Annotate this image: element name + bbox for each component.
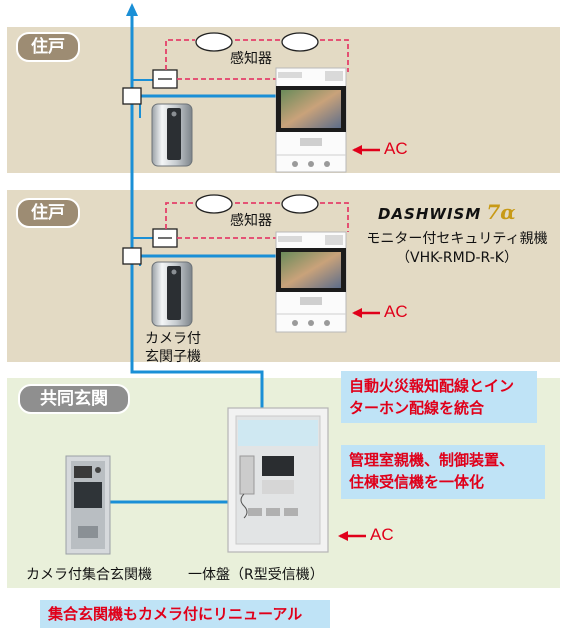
callout-wiring-line1: 自動火災報知配線とイン — [349, 377, 515, 395]
ac-label-3: AC — [370, 525, 394, 544]
smoke-detector — [281, 32, 319, 52]
brand-suffix: 7α — [486, 200, 516, 224]
dwelling-badge-1: 住戸 — [16, 32, 80, 62]
brand-logo: DASHWISM 7α — [378, 200, 516, 224]
brand-name: DASHWISM — [378, 205, 482, 223]
integrated-panel-label: 一体盤（R型受信機） — [188, 567, 324, 583]
smoke-detector — [195, 194, 233, 214]
monitor-label-line1: モニター付セキュリティ親機 — [366, 231, 548, 247]
junction-box — [122, 87, 142, 105]
smoke-detector — [195, 32, 233, 52]
callout-wiring-integration: 自動火災報知配線とイン ターホン配線を統合 — [341, 371, 537, 423]
smoke-detector — [281, 194, 319, 214]
junction-box — [122, 247, 142, 265]
entrance-badge: 共同玄関 — [18, 384, 130, 414]
sensor-label-1: 感知器 — [230, 51, 272, 67]
sensor-wire — [165, 202, 349, 232]
callout-panel-line1: 管理室親機、制御装置、 — [349, 451, 515, 469]
callout-panel-integration: 管理室親機、制御装置、 住棟受信機を一体化 — [341, 445, 545, 499]
callout-panel-line2: 住棟受信機を一体化 — [349, 473, 485, 491]
ac-label-2: AC — [384, 302, 408, 321]
riser-arrow — [126, 3, 138, 16]
sensor-label-2: 感知器 — [230, 213, 272, 229]
lobby-unit-label: カメラ付集合玄関機 — [26, 567, 152, 583]
callout-wiring-line2: ターホン配線を統合 — [349, 399, 485, 417]
callout-renewal: 集合玄関機もカメラ付にリニューアル — [40, 600, 330, 628]
monitor-label-line2: （VHK-RMD-R-K） — [396, 250, 518, 266]
door-station-label-line1: カメラ付 — [145, 331, 201, 347]
dwelling-badge-2: 住戸 — [16, 198, 80, 228]
door-station-label-line2: 玄関子機 — [145, 349, 201, 365]
riser-to-panel — [130, 362, 264, 408]
sensor-wire — [165, 39, 349, 72]
ac-label-1: AC — [384, 139, 408, 158]
